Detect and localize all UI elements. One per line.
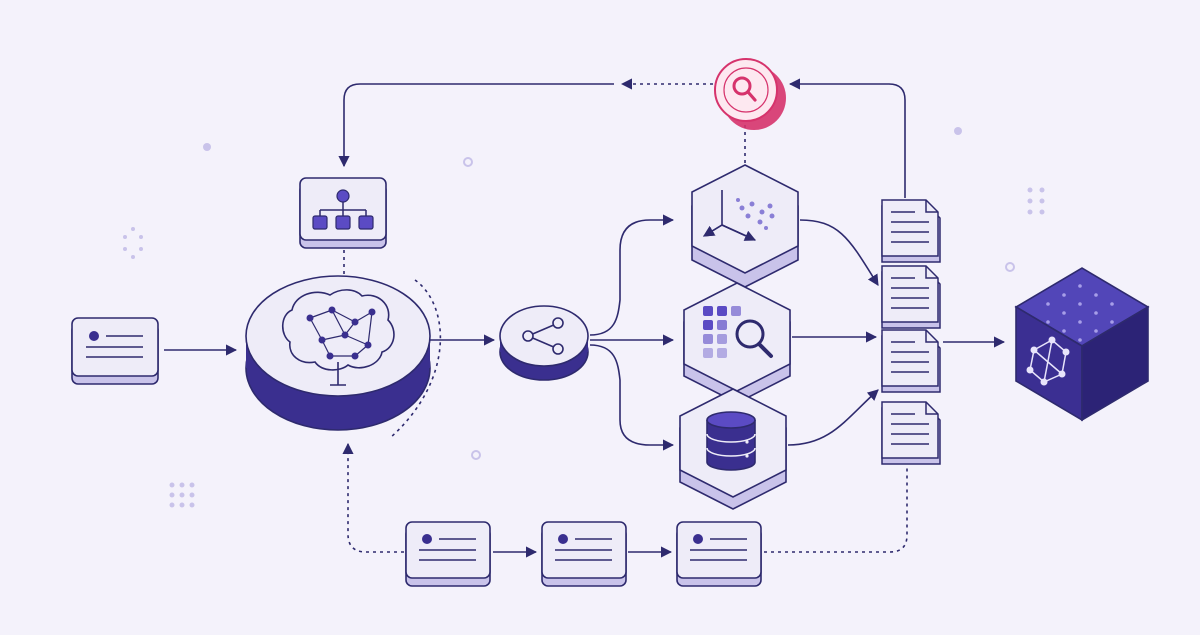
search-badge[interactable]	[714, 58, 786, 130]
hierarchy-box[interactable]	[299, 177, 387, 249]
output-doc-stack[interactable]	[881, 199, 941, 465]
document-card-icon	[419, 534, 476, 561]
decorative-dots	[123, 127, 1045, 508]
router-node[interactable]	[499, 305, 589, 381]
connectors	[164, 78, 1006, 558]
output-doc-3[interactable]	[881, 329, 941, 393]
grid-magnifier-icon	[703, 306, 773, 358]
feedback-card-3[interactable]	[676, 521, 762, 587]
dot-grid-right	[1027, 187, 1045, 215]
document-card-icon	[86, 331, 143, 358]
feedback-card-2[interactable]	[541, 521, 627, 587]
knowledge-cube[interactable]	[1014, 267, 1150, 422]
document-lines-icon	[891, 211, 929, 243]
input-document[interactable]	[71, 317, 159, 385]
document-lines-icon	[891, 413, 929, 445]
document-card-icon	[555, 534, 612, 561]
database-hex[interactable]	[679, 388, 787, 510]
feedback-card-1[interactable]	[405, 521, 491, 587]
vector-embeddings-hex[interactable]	[691, 164, 799, 288]
dot-grid-left	[123, 227, 143, 259]
graph-cube-icon	[1026, 336, 1070, 386]
ai-brain-platform[interactable]	[245, 275, 431, 431]
document-card-icon	[690, 534, 747, 561]
brain-orbit-arc	[389, 279, 442, 439]
database-cylinder-icon	[706, 411, 756, 471]
edge-db-docs	[787, 389, 879, 446]
output-doc-1[interactable]	[881, 199, 941, 263]
edge-router-vector	[589, 214, 675, 336]
dot-grid-bottom	[169, 482, 195, 508]
edge-feedback-brain	[342, 442, 404, 553]
cube-top-dots	[1046, 284, 1114, 342]
search-index-hex[interactable]	[683, 282, 791, 404]
output-doc-4[interactable]	[881, 401, 941, 465]
document-lines-icon	[891, 277, 929, 309]
org-chart-icon	[312, 189, 374, 230]
edge-to-hierarchy	[338, 83, 614, 168]
magnifier-icon	[732, 76, 757, 102]
edge-docs-badge	[788, 78, 906, 198]
output-doc-2[interactable]	[881, 265, 941, 329]
document-lines-icon	[891, 341, 929, 373]
edge-vector-docs	[799, 219, 879, 286]
edge-docs-feedback	[764, 466, 908, 553]
share-branch-icon	[522, 317, 564, 355]
3d-axes-scatter-icon	[704, 190, 775, 240]
edge-router-db	[589, 344, 675, 451]
brain-network-icon	[281, 289, 395, 386]
